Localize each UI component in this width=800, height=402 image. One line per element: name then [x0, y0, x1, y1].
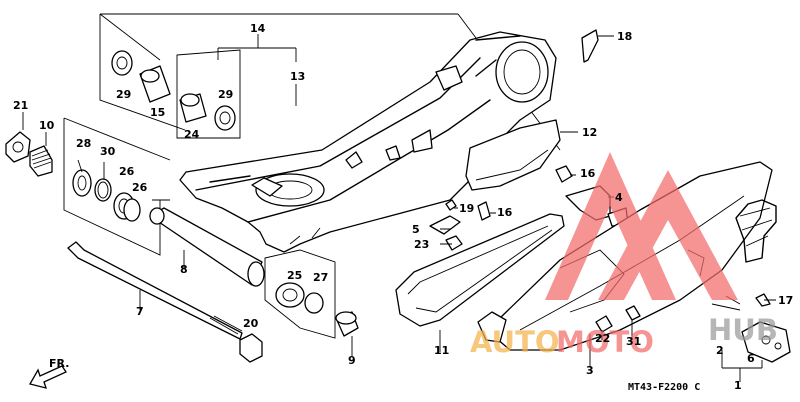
part-number: 27 [313, 271, 328, 284]
part-number: 17 [778, 294, 793, 307]
part-number: 21 [13, 99, 28, 112]
group-frame-lines [63, 13, 561, 339]
part-number-labels: 1 2 3 4 5 6 7 8 9 10 11 12 13 14 15 16 1… [13, 22, 793, 392]
part-number: 19 [459, 202, 474, 215]
swingarm-guard [465, 119, 561, 191]
part-number: 25 [287, 269, 302, 282]
part-number: 3 [586, 364, 594, 377]
diagram-code: MT43-F2200 C [628, 382, 700, 393]
direction-label: FR. [49, 357, 69, 370]
part-number: 1 [734, 379, 742, 392]
part-number: 30 [100, 145, 116, 158]
part-number: 11 [434, 344, 449, 357]
part-number: 26 [132, 181, 148, 194]
part-number: 5 [412, 223, 420, 236]
part-number: 12 [582, 126, 597, 139]
part-number: 16 [497, 206, 513, 219]
chain-guide-block [741, 321, 791, 363]
part-number: 26 [119, 165, 135, 178]
part-number: 10 [39, 119, 55, 132]
pivot-hardware-left [5, 131, 141, 222]
part-number: 29 [116, 88, 131, 101]
pivot-collar [149, 207, 265, 287]
bearing-set-upper [111, 50, 236, 131]
part-number: 14 [250, 22, 266, 35]
chain-slider [395, 213, 565, 327]
part-number: 2 [716, 344, 724, 357]
bearing-set-lower [275, 282, 359, 337]
part-number: 20 [243, 317, 259, 330]
part-number: 24 [184, 128, 200, 141]
watermark-logo-triangle-2 [598, 170, 738, 300]
fastener-group-center [429, 29, 599, 251]
part-number: 23 [414, 238, 429, 251]
watermark-text-hub: HUB [708, 313, 778, 347]
part-number: 9 [348, 354, 356, 367]
part-number: 22 [595, 332, 610, 345]
fastener-group-right [595, 293, 771, 333]
part-number: 4 [615, 191, 623, 204]
front-direction-indicator: FR. [29, 357, 69, 389]
drive-chain [735, 199, 777, 263]
part-number: 7 [136, 305, 144, 318]
front-arrow-icon [29, 365, 67, 389]
part-number: 6 [747, 352, 755, 365]
part-number: 28 [76, 137, 91, 150]
part-number: 18 [617, 30, 632, 43]
watermark-text-auto: AUTO [470, 325, 560, 359]
part-number: 29 [218, 88, 233, 101]
autotmotohub-watermark: AUTO MOTO HUB [470, 152, 778, 359]
part-number: 13 [290, 70, 305, 83]
watermark-text-moto: MOTO [556, 325, 654, 359]
part-number: 8 [180, 263, 188, 276]
part-number: 15 [150, 106, 165, 119]
part-number: 31 [626, 335, 641, 348]
pivot-bolt [67, 241, 263, 363]
part-number: 16 [580, 167, 596, 180]
